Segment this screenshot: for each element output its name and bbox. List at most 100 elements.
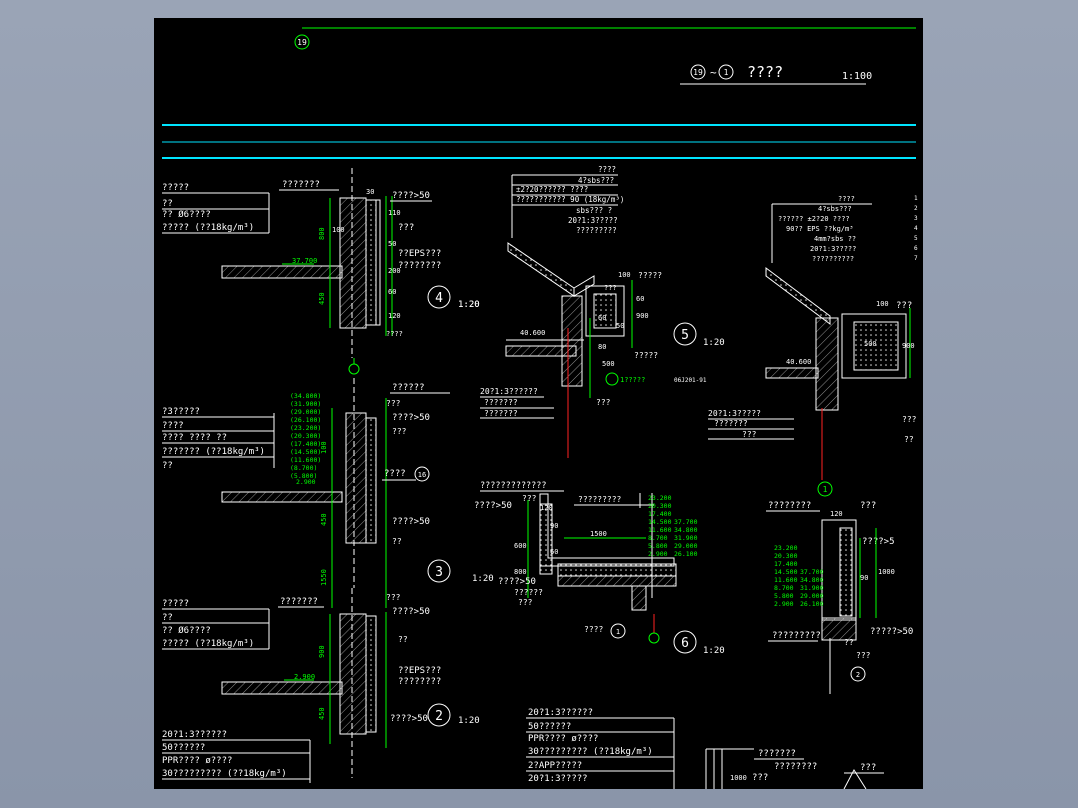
detail1-bottom-note: ???	[742, 430, 757, 439]
elevation-label: 34.800	[674, 526, 698, 534]
detail3-note: ??	[162, 461, 173, 471]
detail5-dim: 100	[618, 271, 631, 279]
detail-7[interactable]: ???????? ??? ????>5 120 90 1000 23.200 2…	[766, 501, 913, 694]
detail5-label: 1?????	[620, 376, 645, 384]
detail-3[interactable]: ?3????? ???? ???? ???? ?? ??????? (??18k…	[162, 378, 451, 608]
detail-6[interactable]: ????????????? ????>50 ??? ????????? 120 …	[472, 481, 725, 656]
detail4-label: ????>50	[392, 191, 430, 201]
detail5-dim: 60	[636, 295, 644, 303]
elevation-label: (26.100)	[290, 416, 321, 424]
detail1-spec: ??????????	[812, 255, 854, 263]
elevation-label: 37.700	[674, 518, 698, 526]
elevation-label: (5.800)	[290, 472, 317, 480]
detail5-bottom-note: ???	[596, 398, 611, 407]
detail4-top-label: ???????	[282, 180, 320, 190]
detail4-note: ?????	[162, 183, 189, 193]
detail2-label: ??EPS???	[398, 666, 441, 676]
detail4-rdim: 200	[388, 267, 401, 275]
detail6-label: ?????????	[578, 495, 622, 504]
detail4-dim: 450	[318, 292, 326, 305]
detail3-label: ????>50	[392, 413, 430, 423]
elevation-label: 5.800	[648, 542, 668, 550]
detail1-spec: ????	[838, 195, 855, 203]
detail1-dim: 500	[864, 340, 877, 348]
elevation-label: 23.200	[648, 494, 672, 502]
detail7-label: ????>5	[862, 537, 895, 547]
drawing-sheet[interactable]: 19 19 ~ 1 ???? 1:100 ????? ?? ?? Ø6????	[154, 18, 923, 789]
detail3-label: ???	[386, 399, 401, 408]
detail-4[interactable]: ????? ?? ?? Ø6???? ????? (??18kg/m³) ???…	[162, 168, 480, 375]
elevation-label: 2.900	[648, 550, 668, 558]
detail5-spec: ?????????	[576, 226, 617, 235]
detail4-rdim: 60	[388, 288, 396, 296]
bottom-note: 30????????? (??18kg/m³)	[162, 769, 287, 779]
detail3-note: ?3?????	[162, 407, 200, 417]
detail6-number: 6	[681, 636, 689, 651]
bottom-note: 20?1:3??????	[162, 730, 227, 740]
detail4-label: 30	[366, 188, 374, 196]
detail6-parapet	[539, 503, 553, 575]
detail2-elevation: 2.900	[294, 673, 315, 681]
detail6-label: ???	[518, 598, 533, 607]
elevation-label: 34.800	[800, 576, 824, 584]
detail3-dim: 450	[320, 513, 328, 526]
detail2-number: 2	[435, 709, 443, 724]
detail3-note: ???? ???? ??	[162, 433, 227, 443]
detail2-scale: 1:20	[458, 716, 480, 726]
detail4-note: ????? (??18kg/m³)	[162, 223, 254, 233]
detail4-rdim: 50	[388, 240, 396, 248]
elevation-label: 2.900	[296, 478, 316, 486]
elevation-label: 17.400	[774, 560, 798, 568]
drawing-title: ????	[747, 63, 783, 81]
detail5-spec: ??????????? 90 (18kg/m³)	[516, 195, 624, 204]
detail5-ref: 06J201-91	[674, 377, 707, 384]
detail3-dim: 1550	[320, 569, 328, 586]
bottom-note: 50??????	[528, 722, 571, 732]
elevation-label: 14.500	[648, 518, 672, 526]
elevation-label: 31.900	[800, 584, 824, 592]
detail4-dim: 800	[318, 227, 326, 240]
detail5-dim: 60	[598, 314, 606, 322]
detail6-dim: 60	[550, 548, 558, 556]
detail3-label: ???	[392, 427, 407, 436]
bottom-right-label: ???	[752, 773, 768, 783]
detail6-dim: 120	[540, 504, 553, 512]
detail3-dim: 100	[320, 441, 328, 454]
detail1-dim: 900	[902, 342, 915, 350]
elevation-label: 20.300	[648, 502, 672, 510]
title-axis-to-circle	[718, 64, 734, 80]
detail7-label: ???	[860, 501, 876, 511]
detail7-axis: 2	[856, 671, 860, 679]
detail6-label: ??????	[514, 588, 543, 597]
elevation-label: 11.600	[648, 526, 672, 534]
detail5-number: 5	[681, 328, 689, 343]
title-axis-to: 1	[724, 68, 729, 77]
detail2-top-label: ???????	[280, 597, 318, 607]
detail7-top-label: ????????	[768, 501, 811, 511]
detail4-rdim: 120	[388, 312, 401, 320]
detail5-dim: 900	[636, 312, 649, 320]
elevation-label: 17.400	[648, 510, 672, 518]
detail-1[interactable]: ???? 4?sbs??? ?????? ±2?20 ???? 90?? EPS…	[708, 195, 918, 497]
detail3-number: 3	[435, 565, 443, 580]
detail1-layer-no: 7	[914, 255, 918, 262]
detail5-spec: 4?sbs???	[578, 176, 614, 185]
detail7-dim: 1000	[878, 568, 895, 576]
detail1-layer-no: 1	[914, 195, 918, 202]
detail2-note: ?? Ø6????	[162, 625, 211, 636]
bottom-mid-notes: 20?1:3?????? 50?????? PPR???? ø???? 30??…	[526, 708, 675, 789]
detail1-dim: 40.600	[786, 358, 811, 366]
detail1-spec: 20?1:3?????	[810, 245, 856, 253]
elevation-label: 29.000	[800, 592, 824, 600]
detail6-label: ???	[522, 494, 537, 503]
detail3-note: ??????? (??18kg/m³)	[162, 447, 265, 457]
detail-5[interactable]: ???? 4?sbs??? ±2?20?????? ???? ?????????…	[458, 165, 725, 458]
detail-2[interactable]: ????? ?? ?? Ø6???? ????? (??18kg/m³) ???…	[162, 588, 480, 778]
detail2-dim: 900	[318, 645, 326, 658]
elevation-label: (23.200)	[290, 424, 321, 432]
detail2-label: ????>50	[392, 607, 430, 617]
detail5-side-scale: 1:20	[458, 300, 480, 310]
bottom-left-notes: 20?1:3?????? 50?????? PPR???? ø???? 30??…	[162, 730, 311, 783]
elevation-label: 29.000	[674, 542, 698, 550]
detail6-top-label: ?????????????	[480, 481, 547, 491]
